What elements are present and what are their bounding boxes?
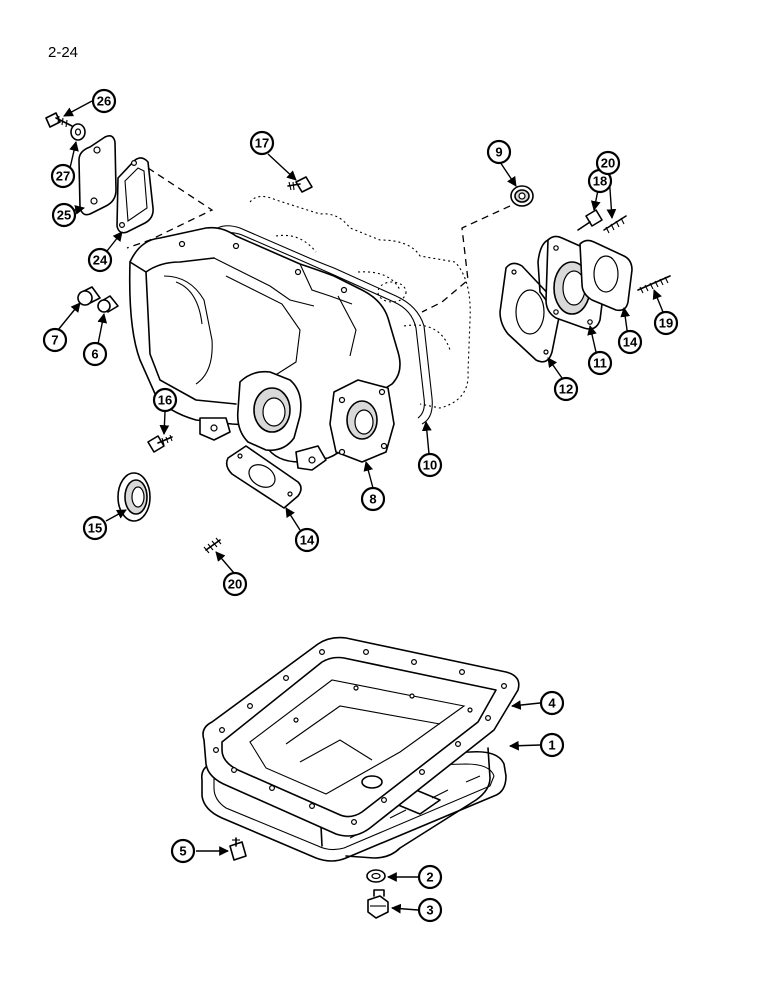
svg-text:18: 18 — [593, 174, 607, 189]
page-number: 2-24 — [48, 44, 79, 61]
callout-15: 15 — [82, 515, 108, 541]
callout-10: 10 — [417, 452, 443, 478]
svg-text:27: 27 — [56, 169, 70, 184]
washer-27 — [70, 123, 86, 141]
engine-block-detail — [275, 234, 451, 351]
callout-3: 3 — [417, 897, 443, 923]
svg-text:16: 16 — [158, 393, 172, 408]
bolt-18 — [577, 209, 603, 231]
dowel-7 — [77, 286, 101, 306]
alignment-line-bearing — [421, 205, 511, 313]
callout-9: 9 — [486, 139, 512, 165]
svg-text:2: 2 — [426, 870, 433, 885]
svg-text:8: 8 — [369, 492, 376, 507]
pan-gasket-4 — [202, 636, 520, 837]
svg-text:10: 10 — [423, 458, 437, 473]
callout-11: 11 — [587, 350, 613, 376]
callout-2: 2 — [417, 864, 443, 890]
dowel-6 — [97, 295, 119, 313]
gasket-14-lower — [225, 445, 302, 509]
bolt-17 — [287, 176, 313, 193]
svg-text:20: 20 — [228, 577, 242, 592]
svg-text:19: 19 — [659, 316, 673, 331]
drain-washer-2 — [366, 869, 386, 883]
callout-12: 12 — [553, 376, 579, 402]
gasket-14-upper — [579, 239, 633, 312]
callout-14-upper: 14 — [617, 329, 643, 355]
bearing-9 — [510, 185, 534, 207]
svg-text:24: 24 — [93, 253, 108, 268]
engine-block-outline — [249, 195, 471, 409]
callout-20-lower: 20 — [222, 571, 248, 597]
svg-text:12: 12 — [559, 382, 573, 397]
callout-1: 1 — [539, 732, 565, 758]
callout-20-upper: 20 — [595, 150, 621, 176]
stud-20-upper — [603, 215, 627, 234]
svg-text:3: 3 — [426, 903, 433, 918]
bolt-26 — [45, 112, 73, 128]
svg-text:20: 20 — [601, 156, 615, 171]
callout-6: 6 — [82, 341, 108, 367]
callout-27: 27 — [50, 163, 76, 189]
cover-plate-25 — [78, 135, 117, 216]
callout-8: 8 — [360, 486, 386, 512]
svg-text:15: 15 — [88, 521, 102, 536]
alignment-line-cover — [126, 167, 214, 249]
svg-text:1: 1 — [548, 738, 555, 753]
svg-text:7: 7 — [51, 333, 58, 348]
svg-text:4: 4 — [548, 696, 556, 711]
timing-cover-housing — [128, 226, 401, 471]
gasket-24 — [116, 157, 154, 234]
svg-text:14: 14 — [623, 335, 638, 350]
svg-text:5: 5 — [179, 844, 186, 859]
stud-20-lower — [203, 537, 222, 554]
svg-text:6: 6 — [91, 347, 98, 362]
bolt-5 — [229, 837, 247, 861]
bolt-16 — [147, 434, 173, 453]
callout-14-lower: 14 — [294, 527, 320, 553]
engine-block-bore — [377, 281, 407, 303]
svg-text:26: 26 — [97, 94, 111, 109]
svg-text:11: 11 — [593, 356, 607, 371]
svg-text:17: 17 — [255, 136, 269, 151]
callout-7: 7 — [42, 327, 68, 353]
svg-text:9: 9 — [495, 145, 502, 160]
gasket-12 — [499, 262, 561, 363]
callout-24: 24 — [87, 247, 113, 273]
oil-seal-15 — [117, 472, 151, 522]
callout-16: 16 — [152, 387, 178, 413]
callout-25: 25 — [51, 202, 77, 228]
stud-19 — [637, 275, 671, 294]
gasket-10 — [211, 225, 433, 425]
callout-17: 17 — [249, 130, 275, 156]
svg-text:25: 25 — [57, 208, 71, 223]
drain-plug-3 — [367, 889, 389, 919]
callout-4: 4 — [539, 690, 565, 716]
svg-text:14: 14 — [300, 533, 315, 548]
callout-18: 18 — [587, 168, 613, 194]
callout-5: 5 — [170, 838, 196, 864]
callout-19: 19 — [653, 310, 679, 336]
callout-26: 26 — [91, 88, 117, 114]
